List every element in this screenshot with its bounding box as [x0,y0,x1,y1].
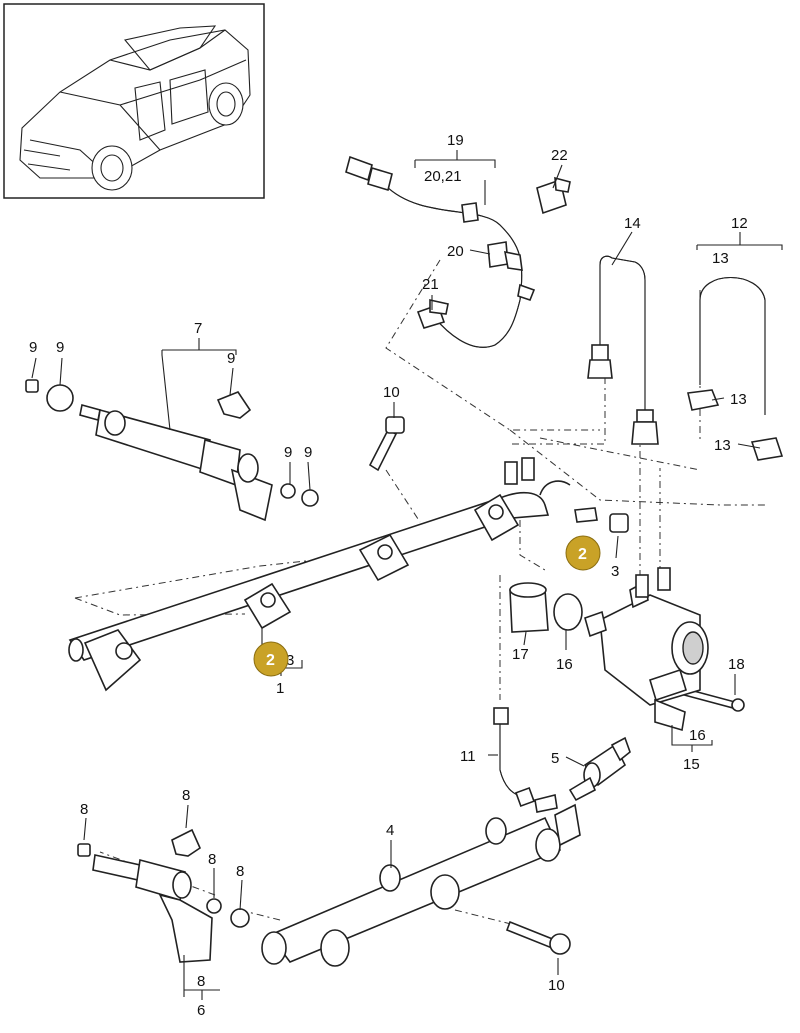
label-9-e: 9 [304,444,312,461]
label-16-b: 16 [689,727,706,744]
label-10-lower: 10 [548,977,565,994]
fuel-rail-upper [68,457,571,692]
label-22: 22 [551,147,568,164]
vehicle-thumbnail [3,3,265,199]
label-8-d: 8 [236,863,244,880]
fuel-pump-15 [584,567,709,732]
high-pressure-line-11 [493,707,558,813]
label-8-e: 8 [197,973,205,990]
seals-and-clips [25,379,629,928]
label-5: 5 [551,750,559,767]
label-9-b: 9 [56,339,64,356]
label-20: 20 [447,243,464,260]
label-6: 6 [197,1002,205,1019]
badge-2-left: 2 [253,641,289,677]
label-13-top: 13 [712,250,729,267]
fuel-hose-19 [345,155,536,348]
label-3-left: 3 [286,652,294,669]
label-20-21: 20,21 [424,168,462,185]
injector-upper [79,403,273,522]
label-15: 15 [683,756,700,773]
label-13-mid: 13 [730,391,747,408]
label-12: 12 [731,215,748,232]
label-13-low: 13 [714,437,731,454]
pipe-14 [587,255,659,445]
pressure-sensor-5 [568,736,631,802]
fuel-rail-lower [261,803,581,967]
label-8-b: 8 [182,787,190,804]
svg-text:2: 2 [266,652,275,669]
label-7: 7 [194,320,202,337]
injector-lower [92,854,213,963]
label-17: 17 [512,646,529,663]
bolt-10-upper [368,416,405,472]
label-18: 18 [728,656,745,673]
label-11: 11 [460,748,476,765]
part-labels: 19 20,21 22 20 21 14 12 13 13 13 7 9 9 9… [29,132,748,1019]
label-9-c: 9 [227,350,235,367]
label-8-c: 8 [208,851,216,868]
label-9-d: 9 [284,444,292,461]
label-21: 21 [422,276,439,293]
connector-22 [536,176,571,215]
leader-lines [31,150,783,1000]
svg-text:2: 2 [578,546,587,563]
label-4: 4 [386,822,394,839]
label-1: 1 [276,680,284,697]
label-10-upper: 10 [383,384,400,401]
label-8-a: 8 [80,801,88,818]
assembly-guide-lines [74,259,765,926]
badge-2-right: 2 [565,535,601,571]
label-19: 19 [447,132,464,149]
bolt-10-lower [505,920,571,955]
label-16-a: 16 [556,656,573,673]
hose-12 [687,277,784,461]
label-3-right: 3 [611,563,619,580]
label-9-a: 9 [29,339,37,356]
label-14: 14 [624,215,641,232]
